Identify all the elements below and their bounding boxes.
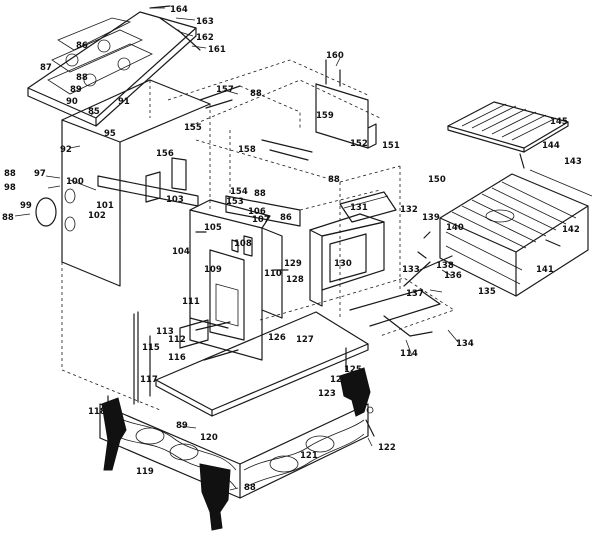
callout-144: 144	[542, 141, 560, 151]
callout-92: 92	[60, 145, 72, 155]
callout-88-g: 88	[244, 483, 256, 493]
callout-122: 122	[378, 443, 396, 453]
callout-117: 117	[140, 375, 158, 385]
callout-119: 119	[136, 467, 154, 477]
callout-89-b: 89	[176, 421, 188, 431]
callout-153: 153	[226, 197, 244, 207]
callout-152: 152	[350, 139, 368, 149]
callout-86: 86	[76, 41, 88, 51]
callout-120: 120	[200, 433, 218, 443]
callout-113: 113	[156, 327, 174, 337]
callout-124: 124	[330, 375, 348, 385]
callout-100: 100	[66, 177, 84, 187]
callout-126: 126	[268, 333, 286, 343]
callout-121: 121	[300, 451, 318, 461]
callout-89: 89	[70, 85, 82, 95]
callout-156: 156	[156, 149, 174, 159]
callout-107: 107	[252, 215, 270, 225]
callout-134: 134	[456, 339, 474, 349]
callout-88-c: 88	[328, 175, 340, 185]
base-bottom-panel	[107, 299, 375, 441]
callout-154: 154	[230, 187, 248, 197]
callout-104: 104	[172, 247, 190, 257]
callout-105: 105	[204, 223, 222, 233]
callout-114: 114	[400, 349, 418, 359]
callout-136: 136	[444, 271, 462, 281]
callout-127: 127	[296, 335, 314, 345]
callout-151: 151	[382, 141, 400, 151]
callout-137: 137	[406, 289, 424, 299]
callout-98: 98	[4, 183, 16, 193]
callout-88-e: 88	[2, 213, 14, 223]
oven-compartment-right	[309, 191, 455, 337]
callout-163: 163	[196, 17, 214, 27]
callout-140: 140	[446, 223, 464, 233]
callout-159: 159	[316, 111, 334, 121]
callout-142: 142	[562, 225, 580, 235]
callout-133: 133	[402, 265, 420, 275]
callout-88-d: 88	[4, 169, 16, 179]
callout-160: 160	[326, 51, 344, 61]
oven-body-upper	[145, 59, 401, 320]
callout-101: 101	[96, 201, 114, 211]
callout-143: 143	[564, 157, 582, 167]
callout-158: 158	[238, 145, 256, 155]
oven-wire-rack	[439, 169, 593, 297]
callout-123: 123	[318, 389, 336, 399]
callout-85: 85	[88, 107, 100, 117]
callout-86-b: 86	[280, 213, 292, 223]
callout-116: 116	[168, 353, 186, 363]
callout-155: 155	[184, 123, 202, 133]
callout-102: 102	[88, 211, 106, 221]
callout-138: 138	[436, 261, 454, 271]
oven-door-frame	[189, 199, 289, 361]
callout-99: 99	[20, 201, 32, 211]
callout-106: 106	[248, 207, 266, 217]
callout-141: 141	[536, 265, 554, 275]
callout-164: 164	[170, 5, 188, 15]
callout-87: 87	[40, 63, 52, 73]
callout-112: 112	[168, 335, 186, 345]
callout-161: 161	[208, 45, 226, 55]
callout-110: 110	[264, 269, 282, 279]
callout-95: 95	[104, 129, 116, 139]
callout-103: 103	[166, 195, 184, 205]
cooktop-panel	[27, 5, 201, 127]
callout-131: 131	[350, 203, 368, 213]
callout-139: 139	[422, 213, 440, 223]
callout-88-a: 88	[76, 73, 88, 83]
leader-lines	[14, 7, 459, 491]
callout-135: 135	[478, 287, 496, 297]
callout-108: 108	[234, 239, 252, 249]
callout-111: 111	[182, 297, 200, 307]
callout-130: 130	[334, 259, 352, 269]
callout-157: 157	[216, 85, 234, 95]
ornate-base-skirt	[99, 367, 371, 531]
callout-91: 91	[118, 97, 130, 107]
callout-115: 115	[142, 343, 160, 353]
callout-128: 128	[286, 275, 304, 285]
callout-88-f: 88	[254, 189, 266, 199]
callout-labels: 164 163 162 161 86 87 88 89 90 91 85 95 …	[2, 5, 582, 493]
callout-97: 97	[34, 169, 46, 179]
grill-grate	[447, 101, 569, 169]
callout-125: 125	[344, 365, 362, 375]
callout-162: 162	[196, 33, 214, 43]
callout-129: 129	[284, 259, 302, 269]
callout-132: 132	[400, 205, 418, 215]
callout-109: 109	[204, 265, 222, 275]
callout-90: 90	[66, 97, 78, 107]
callout-88-b: 88	[250, 89, 262, 99]
callout-118: 118	[88, 407, 106, 417]
range-body-left	[35, 79, 211, 411]
callout-145: 145	[550, 117, 568, 127]
callout-150: 150	[428, 175, 446, 185]
